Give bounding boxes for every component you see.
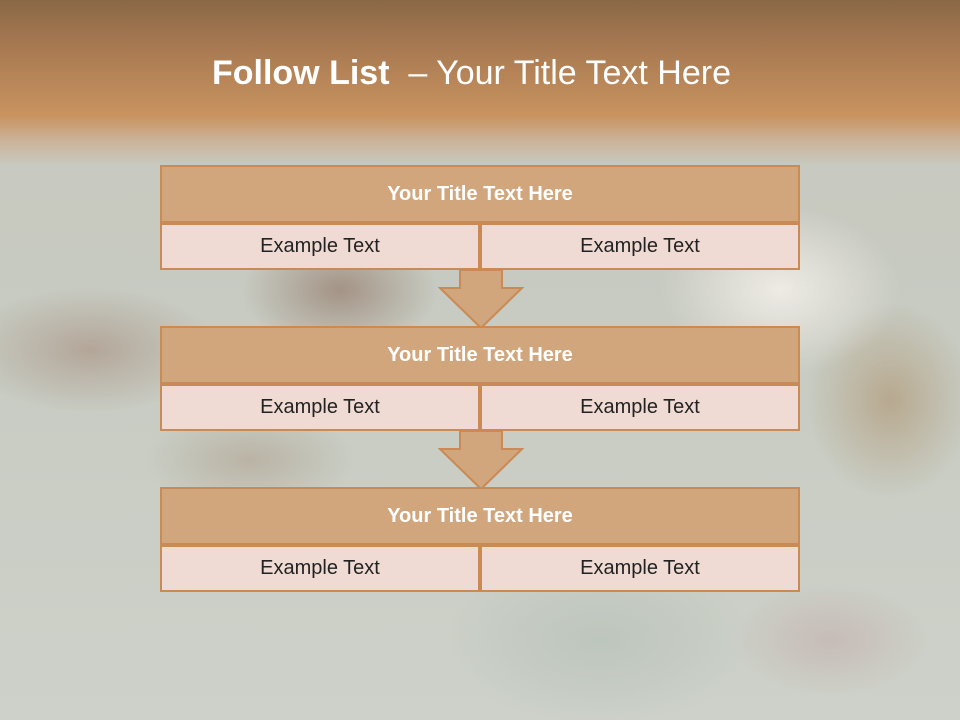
slide-title-bold: Follow List (211, 54, 390, 92)
block-title: Your Title Text Here (160, 326, 800, 384)
block-title: Your Title Text Here (160, 165, 800, 223)
block-title: Your Title Text Here (160, 487, 800, 545)
slide-title: Follow List – Your Title Text Here (0, 54, 943, 93)
slide-title-rest: – Your Title Text Here (389, 54, 731, 92)
down-arrow-icon (438, 431, 524, 491)
block-cell-right: Example Text (480, 384, 800, 431)
list-block-1: Your Title Text Here Example Text Exampl… (160, 165, 800, 270)
block-cell-left: Example Text (160, 545, 480, 592)
title-band (0, 0, 960, 165)
block-cell-left: Example Text (160, 223, 480, 270)
down-arrow-icon (438, 270, 524, 330)
block-cell-right: Example Text (480, 545, 800, 592)
block-cell-right: Example Text (480, 223, 800, 270)
list-block-2: Your Title Text Here Example Text Exampl… (160, 326, 800, 431)
block-cell-left: Example Text (160, 384, 480, 431)
list-block-3: Your Title Text Here Example Text Exampl… (160, 487, 800, 592)
